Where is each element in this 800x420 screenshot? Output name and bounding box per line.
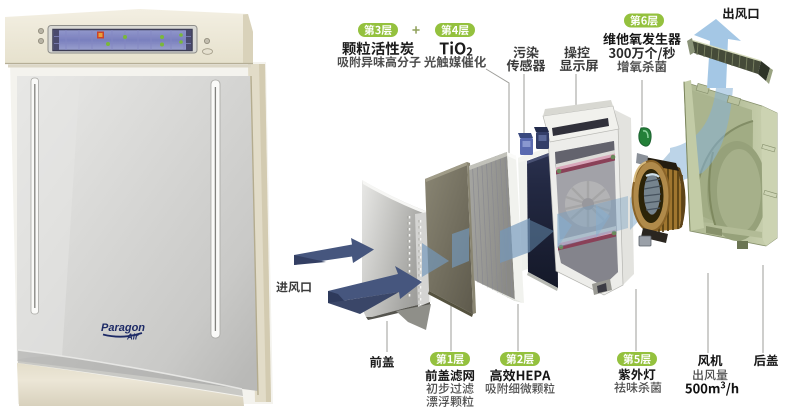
svg-text:Air: Air <box>126 333 139 342</box>
svg-text:Paragon: Paragon <box>101 322 145 334</box>
